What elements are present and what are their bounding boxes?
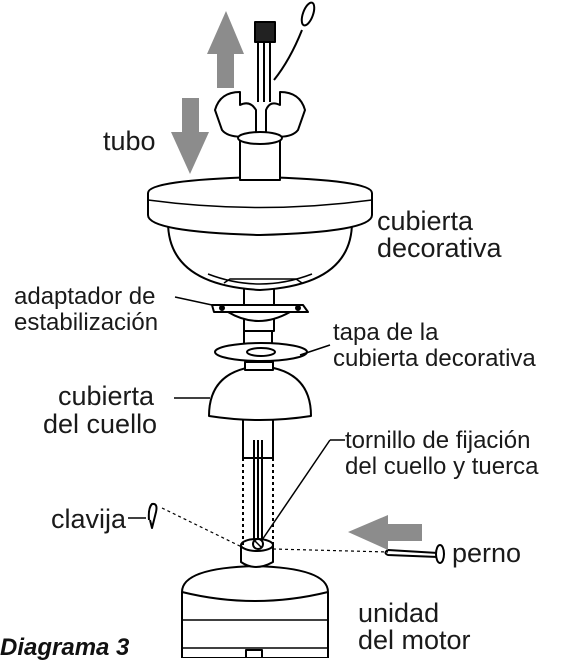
- label-cubierta-decorativa-1: cubierta: [377, 206, 474, 236]
- motor-collar: [240, 538, 274, 568]
- label-clavija: clavija: [51, 504, 127, 534]
- label-tubo: tubo: [103, 126, 156, 156]
- label-cubierta-cuello-2: del cuello: [43, 409, 158, 439]
- label-tapa-2: cubierta decorativa: [333, 345, 536, 372]
- downrod-upper: [214, 1, 316, 181]
- label-tapa-1: tapa de la: [333, 319, 439, 346]
- label-tornillo-1: tornillo de fijación: [345, 427, 531, 454]
- clip-shape: [147, 502, 158, 529]
- label-adaptador-1: adaptador de: [14, 283, 156, 310]
- label-perno: perno: [452, 538, 522, 568]
- left-arrow-icon: [348, 515, 422, 550]
- label-unidad-motor-2: del motor: [358, 625, 471, 655]
- label-tornillo-2: del cuello y tuerca: [345, 453, 539, 480]
- label-cubierta-cuello-1: cubierta: [58, 381, 155, 411]
- pin-shape: [384, 544, 445, 564]
- diagram-caption: Diagrama 3: [0, 634, 130, 661]
- label-adaptador-2: estabilización: [14, 309, 159, 336]
- collar-cover-shape: [208, 361, 312, 421]
- movement-arrows: [171, 11, 422, 550]
- down-arrow-icon: [171, 98, 209, 174]
- up-arrow-icon: [207, 11, 244, 88]
- canopy-shape: [147, 176, 373, 291]
- canopy-cover-ring: [214, 329, 308, 362]
- downrod-lower: [242, 417, 274, 545]
- motor-unit: [181, 565, 329, 658]
- stabilization-adapter: [211, 285, 309, 332]
- dashed-guides: [161, 507, 389, 553]
- leader-lines: [128, 296, 345, 541]
- label-cubierta-decorativa-2: decorativa: [377, 233, 502, 263]
- label-unidad-motor-1: unidad: [358, 598, 440, 628]
